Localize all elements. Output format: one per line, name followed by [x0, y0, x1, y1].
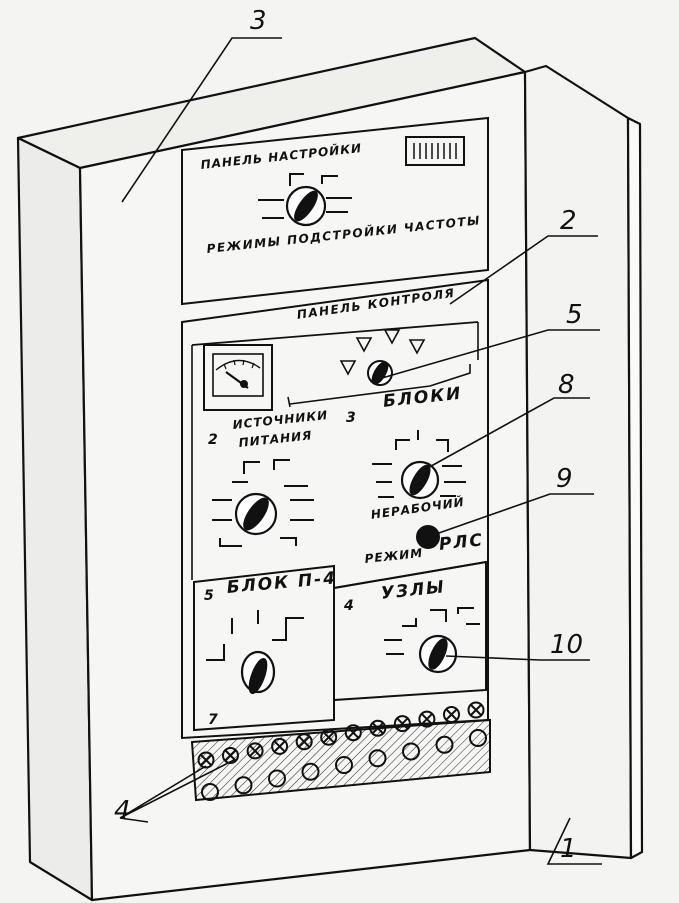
callout-9: 9: [556, 464, 573, 494]
leader-4: [119, 759, 235, 823]
control-selector-knob[interactable]: [287, 329, 471, 408]
block-p4-badge: 5: [204, 588, 215, 604]
nodes-panel: [333, 560, 487, 702]
callout-leaders: [119, 37, 602, 865]
leader-5: [381, 329, 600, 379]
callout-1: 1: [560, 834, 577, 864]
leader-9: [435, 493, 594, 535]
cabinet-door: [523, 64, 633, 860]
tuning-indicator: [405, 136, 465, 166]
callout-2: 2: [560, 206, 577, 236]
callout-8: 8: [558, 370, 575, 400]
blocks-badge: 3: [346, 410, 357, 426]
rls-mode-button[interactable]: [416, 525, 440, 549]
callout-4: 4: [114, 796, 131, 826]
leader-2: [449, 235, 598, 305]
tuning-panel: [181, 116, 489, 306]
power-badge: 2: [208, 432, 219, 448]
leader-1: [546, 817, 602, 865]
callout-10: 10: [550, 630, 584, 660]
leader-3: [121, 37, 282, 203]
block-p4-bottom-badge: 7: [208, 712, 219, 728]
leader-8: [423, 397, 590, 471]
door-edge: [626, 116, 644, 860]
callout-3: 3: [250, 6, 267, 36]
blocks-knob[interactable]: [372, 430, 466, 500]
tuning-knob[interactable]: [258, 173, 352, 227]
callout-5: 5: [566, 300, 583, 330]
power-source-knob[interactable]: [212, 459, 314, 547]
leader-10: [445, 655, 590, 661]
voltmeter: [203, 344, 273, 411]
block-p4-panel: [193, 564, 335, 732]
tuning-panel-frame: [181, 116, 489, 306]
nodes-badge: 4: [344, 598, 355, 614]
control-panel: [181, 278, 489, 740]
